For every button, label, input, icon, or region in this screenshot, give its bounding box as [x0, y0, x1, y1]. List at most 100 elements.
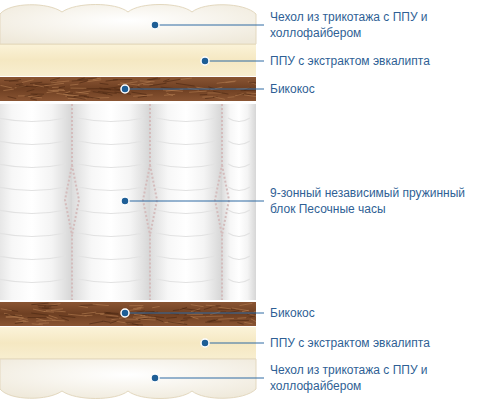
coconut-fibre [246, 316, 255, 318]
spring-coil [78, 187, 144, 191]
spring-coil [78, 279, 144, 283]
coconut-fibre [50, 78, 60, 80]
coconut-fibre [68, 314, 87, 316]
coconut-fibre [77, 78, 84, 80]
leader-line [205, 61, 264, 62]
coconut-fibre [214, 97, 225, 99]
coconut-fibre [137, 307, 144, 309]
coconut-fibre [113, 79, 132, 80]
spring-pocket [222, 104, 256, 300]
foam-layer [0, 44, 256, 76]
coconut-fibre [6, 317, 24, 318]
coconut-fibre [3, 89, 13, 91]
spring-coil [0, 187, 66, 191]
coconut-fibre [84, 96, 100, 98]
leader-dot [201, 339, 209, 347]
pocket-seam [65, 104, 79, 300]
coconut-fibre [52, 87, 59, 88]
coconut-fibre [30, 82, 42, 83]
leader-dot [121, 85, 129, 93]
coconut-fibre [106, 317, 119, 318]
spring-coil [78, 256, 144, 260]
coconut-fibre [49, 315, 58, 318]
coconut-fibre [176, 83, 195, 86]
coconut-fibre [84, 315, 92, 316]
coconut-fibre [140, 319, 155, 321]
part-label: 9-зонный независимый пружинный блок Песо… [270, 185, 470, 217]
coconut-fibre [32, 324, 43, 325]
coconut-fibre [133, 95, 153, 96]
coconut-fibre [163, 90, 183, 91]
pocket-springs [0, 104, 256, 300]
coconut-fibre [16, 83, 23, 85]
spring-coil [0, 141, 66, 145]
coconut-fibre [100, 83, 109, 84]
coconut-fibre [204, 307, 212, 309]
coconut-fibre [104, 313, 111, 315]
coconut-fibre [145, 316, 164, 318]
coconut-fibre [183, 317, 192, 319]
coconut-fibre [156, 319, 163, 322]
spring-coil [0, 210, 66, 214]
coconut-fibre [63, 94, 79, 96]
part-label: ППУ с экстрактом эвкалипта [270, 53, 470, 69]
coconut-fibre [241, 90, 256, 92]
coconut-fibre [127, 324, 143, 325]
coconut-fibre [44, 83, 64, 86]
part-label: ППУ с экстрактом эвкалипта [270, 335, 470, 351]
coconut-fibre [225, 81, 235, 83]
spring-coil [78, 118, 144, 122]
coconut-fibre [51, 311, 66, 312]
coconut-fibre [145, 311, 154, 313]
coconut-fibre [191, 316, 206, 317]
spring-coil [78, 164, 144, 168]
coconut-fibre [44, 306, 51, 307]
coconut-fibre [79, 81, 88, 83]
coconut-fibre [254, 311, 256, 313]
coconut-fibres [1, 303, 256, 325]
spring-coil [228, 141, 250, 145]
coconut-fibre [42, 307, 49, 308]
coconut-fibre [30, 99, 36, 100]
leader-lines [125, 25, 264, 378]
leader-dot [151, 374, 159, 382]
coconut-fibre [89, 321, 103, 324]
leader-dot [201, 57, 209, 65]
coconut-fibre [39, 322, 49, 323]
coconut-fibre [228, 96, 235, 98]
coconut-fibre [132, 324, 139, 325]
spring-pocket [150, 104, 222, 300]
spring-coil [0, 118, 66, 122]
spring-coil [228, 279, 250, 283]
coconut-fibre [46, 309, 63, 311]
coconut-fibre [4, 80, 18, 82]
leader-dot [121, 309, 129, 317]
coconut-fibre [25, 94, 38, 96]
spring-coil [156, 210, 216, 214]
leader-line [205, 343, 264, 344]
coconut-fibre [31, 313, 48, 315]
coconut-fibre [93, 304, 109, 305]
pocket-seam [143, 104, 157, 300]
coconut-fibre [173, 309, 180, 311]
spring-coil [228, 233, 250, 237]
cover-layer [0, 359, 256, 399]
coconut-fibre [182, 308, 200, 310]
spring-coil [156, 187, 216, 191]
spring-coil [156, 279, 216, 283]
part-label: Бикокос [270, 305, 470, 321]
leader-dots [121, 21, 209, 382]
spring-coil [228, 164, 250, 168]
coconut-fibre [8, 97, 17, 99]
part-label: Чехол из трикотажа с ППУ и холлофайбером [270, 362, 470, 394]
spring-coil [78, 210, 144, 214]
leader-line [125, 89, 264, 90]
coconut-fibre [1, 309, 12, 311]
coconut-fibre [87, 80, 102, 82]
coconut-fibre [70, 84, 78, 86]
coconut-fibre [191, 305, 204, 307]
coconut-fibre [76, 92, 89, 94]
coconut-fibre [137, 311, 145, 312]
leader-line [125, 313, 264, 314]
spring-coil [228, 256, 250, 260]
